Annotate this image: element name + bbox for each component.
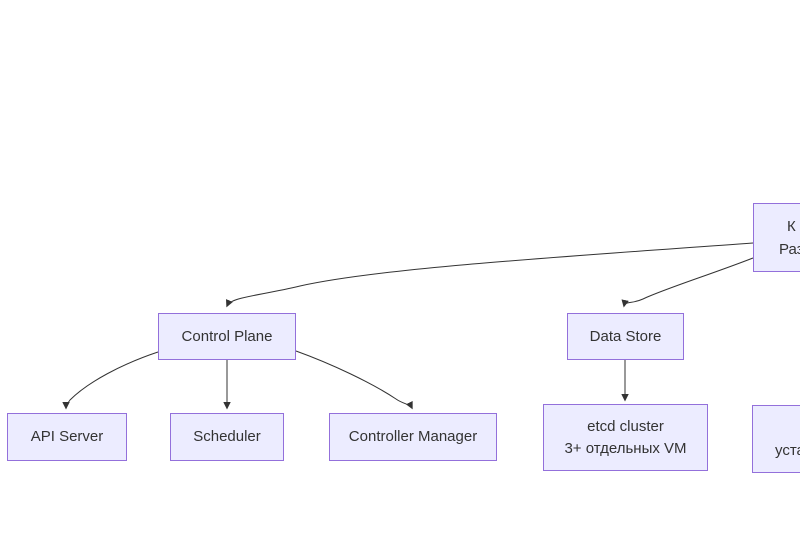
- node-controller-manager: Controller Manager: [329, 413, 497, 461]
- node-scheduler-label: Scheduler: [193, 428, 261, 445]
- node-control-plane-label: Control Plane: [181, 327, 273, 345]
- edge-control-plane-to-api-server: [62, 351, 159, 410]
- node-right-bottom-partial-line1: уста: [775, 442, 800, 459]
- node-right-bottom-partial: уста: [752, 405, 800, 473]
- node-etcd-cluster-label-line2: 3+ отдельных VM: [564, 439, 687, 457]
- node-control-plane: Control Plane: [158, 313, 296, 360]
- edge-right-top-to-data-store: [621, 257, 754, 308]
- node-controller-manager-label: Controller Manager: [348, 428, 478, 445]
- node-right-top-partial: К Раз: [753, 203, 800, 272]
- node-scheduler: Scheduler: [170, 413, 284, 461]
- node-etcd-cluster: etcd cluster 3+ отдельных VM: [543, 404, 708, 471]
- node-right-top-partial-line1: К: [787, 218, 796, 235]
- node-data-store-label: Data Store: [589, 327, 662, 345]
- edge-control-plane-to-controller-manager: [295, 350, 413, 410]
- node-data-store: Data Store: [567, 313, 684, 360]
- node-etcd-cluster-label-line1: etcd cluster: [587, 417, 664, 435]
- node-api-server-label: API Server: [30, 428, 104, 445]
- node-api-server: API Server: [7, 413, 127, 461]
- edge-right-top-to-control-plane: [226, 242, 754, 308]
- node-right-top-partial-line2: Раз: [779, 241, 800, 258]
